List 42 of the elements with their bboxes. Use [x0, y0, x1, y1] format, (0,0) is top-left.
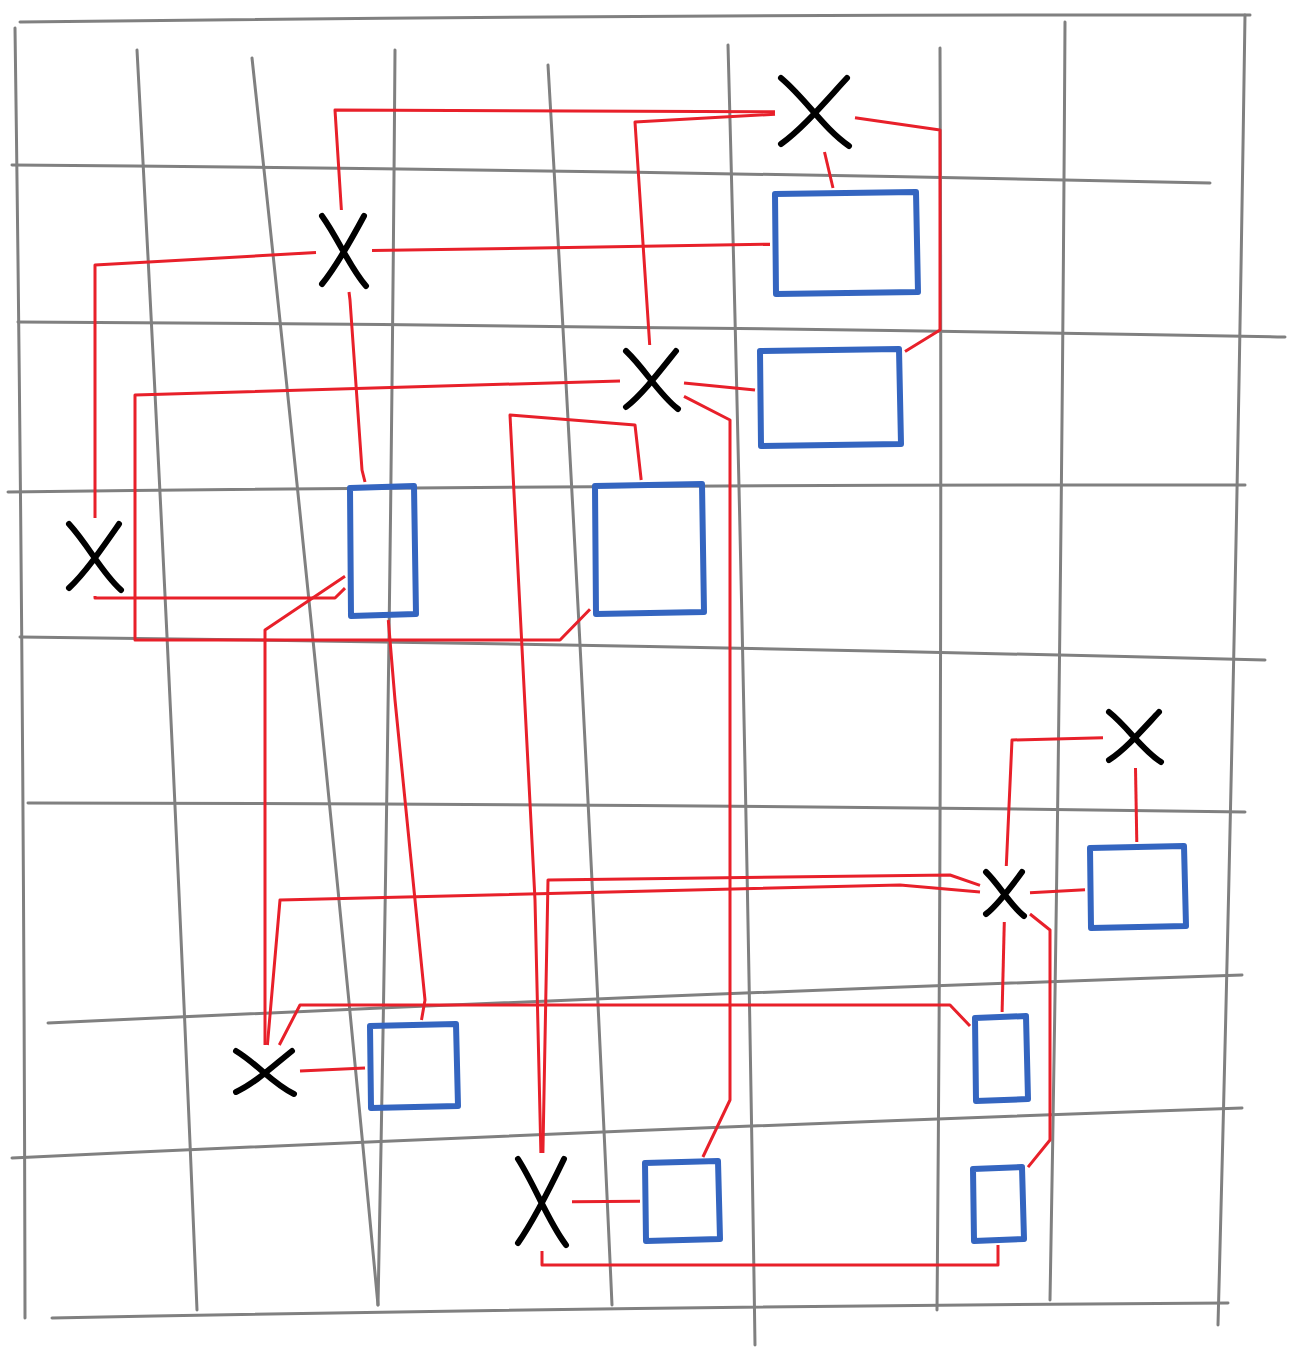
connector-line [572, 1199, 640, 1204]
square-box [365, 1020, 462, 1112]
connector-line [347, 291, 367, 483]
cross-mark [316, 210, 372, 292]
connector-line [1026, 912, 1052, 1169]
connector-line [854, 116, 942, 353]
connector-line [1029, 888, 1086, 895]
cross-mark [620, 345, 684, 415]
connector-line [540, 1245, 1000, 1267]
cross-mark [980, 866, 1030, 922]
cross-mark [512, 1153, 572, 1251]
connector-line [683, 381, 756, 392]
square-box [755, 345, 905, 450]
cross-mark [63, 518, 127, 596]
connector-line [133, 379, 621, 642]
connector-line [93, 587, 347, 600]
cross-mark [230, 1045, 300, 1100]
square-box [968, 1163, 1028, 1245]
square-box [345, 482, 420, 620]
connector-line [93, 251, 317, 518]
connector-line [633, 112, 776, 346]
cross-mark [1103, 706, 1167, 768]
square-box [640, 1157, 724, 1245]
connector-line [386, 619, 427, 1021]
connector-line [508, 413, 643, 1154]
connector-line [1134, 767, 1139, 843]
connector-line [333, 108, 775, 211]
connector-line [823, 151, 835, 189]
connector-line [263, 574, 346, 1045]
connector-line [299, 1066, 366, 1073]
connector-line [277, 1003, 972, 1046]
connector-line [1004, 736, 1104, 867]
connector-line [371, 242, 771, 253]
square-box [770, 188, 922, 298]
square-box [970, 1012, 1032, 1105]
connector-line [683, 395, 732, 1158]
connector-line [265, 883, 981, 1046]
connector-line [541, 873, 981, 1154]
cross-mark [775, 72, 855, 152]
square-box [1085, 842, 1190, 932]
square-box [590, 480, 708, 618]
connector-line [1000, 921, 1006, 1013]
